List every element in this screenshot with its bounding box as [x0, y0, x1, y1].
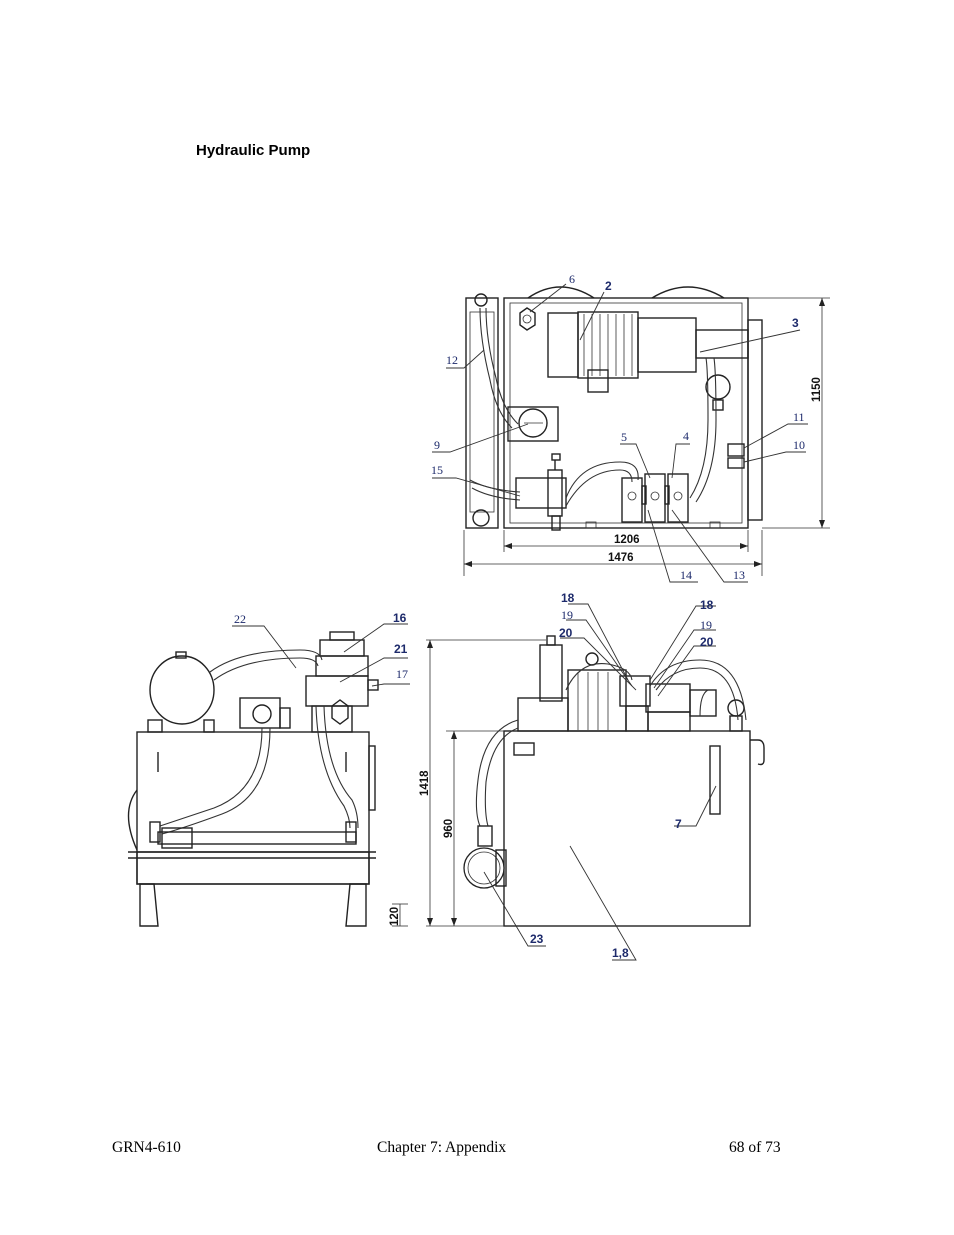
label-19a: 19: [561, 608, 573, 622]
label-23: 23: [530, 932, 544, 946]
label-15: 15: [431, 463, 443, 477]
label-5: 5: [621, 430, 627, 444]
label-6: 6: [569, 272, 575, 286]
label-14: 14: [680, 568, 692, 582]
section-heading: Hydraulic Pump: [196, 142, 311, 159]
side-view: 22 16 21 17 120: [127, 611, 410, 927]
label-7: 7: [675, 817, 682, 831]
label-20a: 20: [559, 626, 573, 640]
footer-chapter: Chapter 7: Appendix: [377, 1139, 507, 1156]
footer-doc-id: GRN4-610: [112, 1139, 181, 1156]
label-12: 12: [446, 353, 458, 367]
front-view: 18 19 20 18 19 20 7 23 1,8 1418 960: [419, 591, 765, 961]
label-18a: 18: [561, 591, 575, 605]
dim-width-outer: 1476: [608, 552, 634, 564]
label-2: 2: [605, 279, 612, 293]
label-4: 4: [683, 429, 689, 443]
dim-width-inner: 1206: [614, 534, 640, 546]
label-9: 9: [434, 438, 440, 452]
label-21: 21: [394, 642, 408, 656]
label-11: 11: [793, 410, 805, 424]
label-19b: 19: [700, 618, 712, 632]
label-3: 3: [792, 316, 799, 330]
footer-page-number: 68 of 73: [729, 1139, 781, 1156]
label-18b: 18: [700, 598, 714, 612]
dim-height-top: 1150: [811, 377, 823, 402]
dim-height-base: 120: [389, 907, 401, 926]
label-13: 13: [733, 568, 745, 582]
label-17: 17: [396, 667, 408, 681]
dim-height-tank: 960: [443, 819, 455, 838]
top-view: 6 2 3 12 9 15 5 4 11 10 14 13 1150 1206 …: [431, 272, 830, 583]
label-16: 16: [393, 611, 407, 625]
label-10: 10: [793, 438, 805, 452]
label-22: 22: [234, 612, 246, 626]
label-1-8: 1,8: [612, 946, 629, 960]
label-20b: 20: [700, 635, 714, 649]
dim-height-total: 1418: [419, 770, 431, 796]
